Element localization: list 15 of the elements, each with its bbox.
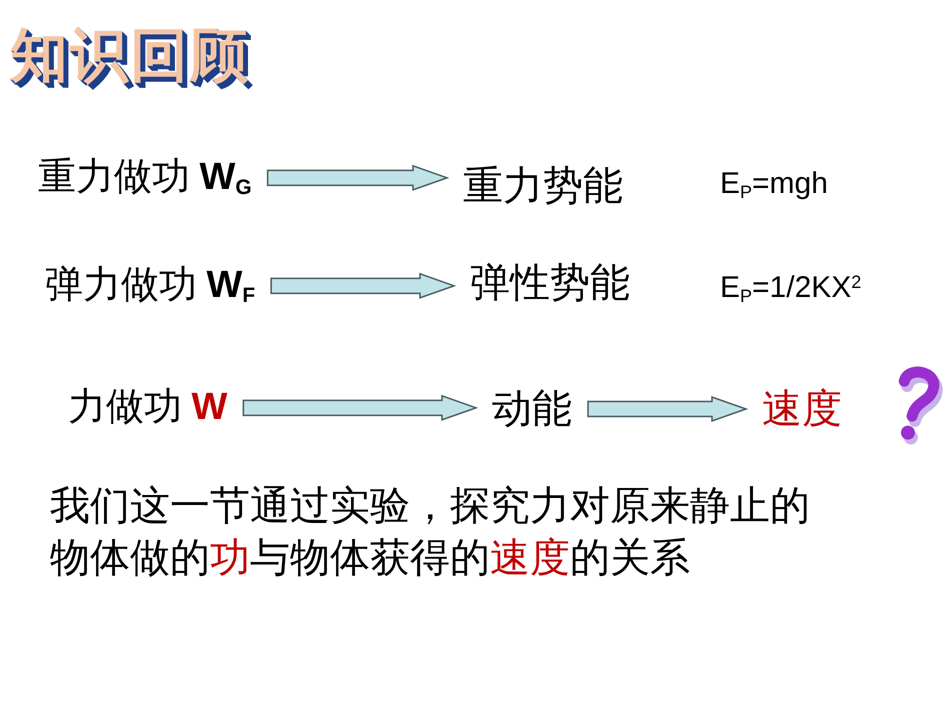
concept-label: 弹性势能: [470, 260, 630, 306]
summary-paragraph: 我们这一节通过实验，探究力对原来静止的物体做的功与物体获得的速度的关系: [50, 482, 811, 582]
concept-label: 力做功 W: [68, 386, 228, 430]
concept-label: 速度: [762, 386, 842, 432]
block-arrow: [242, 394, 478, 421]
formula-text: E$_{P}$=mgh: [720, 166, 828, 202]
title-heading: 知识回顾: [10, 22, 250, 89]
formula-text: E$_{P}$=1/2KX$^{2}$: [720, 270, 862, 306]
concept-label: 弹力做功 W$_{F}$: [45, 264, 256, 308]
concept-label: 重力势能: [463, 163, 623, 209]
block-arrow: [587, 396, 748, 422]
concept-label: 动能: [492, 386, 572, 432]
block-arrow: [270, 272, 456, 299]
block-arrow: [266, 164, 450, 191]
concept-label: 重力做功 W$_{G}$: [38, 156, 252, 200]
